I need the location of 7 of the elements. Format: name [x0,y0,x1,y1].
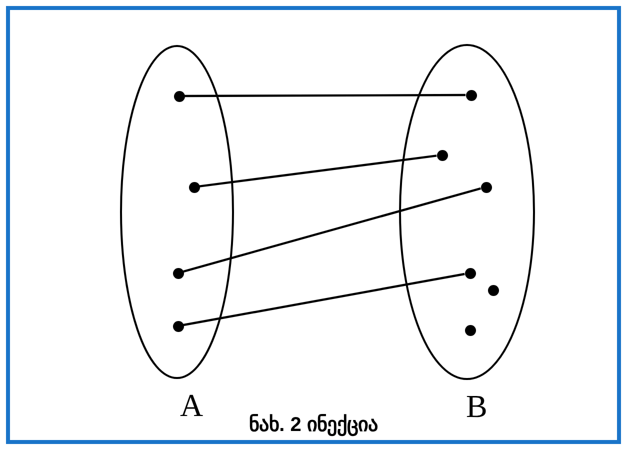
mapping-line [199,154,437,188]
set-label: B [466,390,488,422]
mapping-line [183,187,481,273]
mapping-line [184,94,466,98]
set-label: A [180,389,204,421]
caption: ნახ. 2 ინექცია [248,413,379,438]
mapping-line [183,272,465,326]
